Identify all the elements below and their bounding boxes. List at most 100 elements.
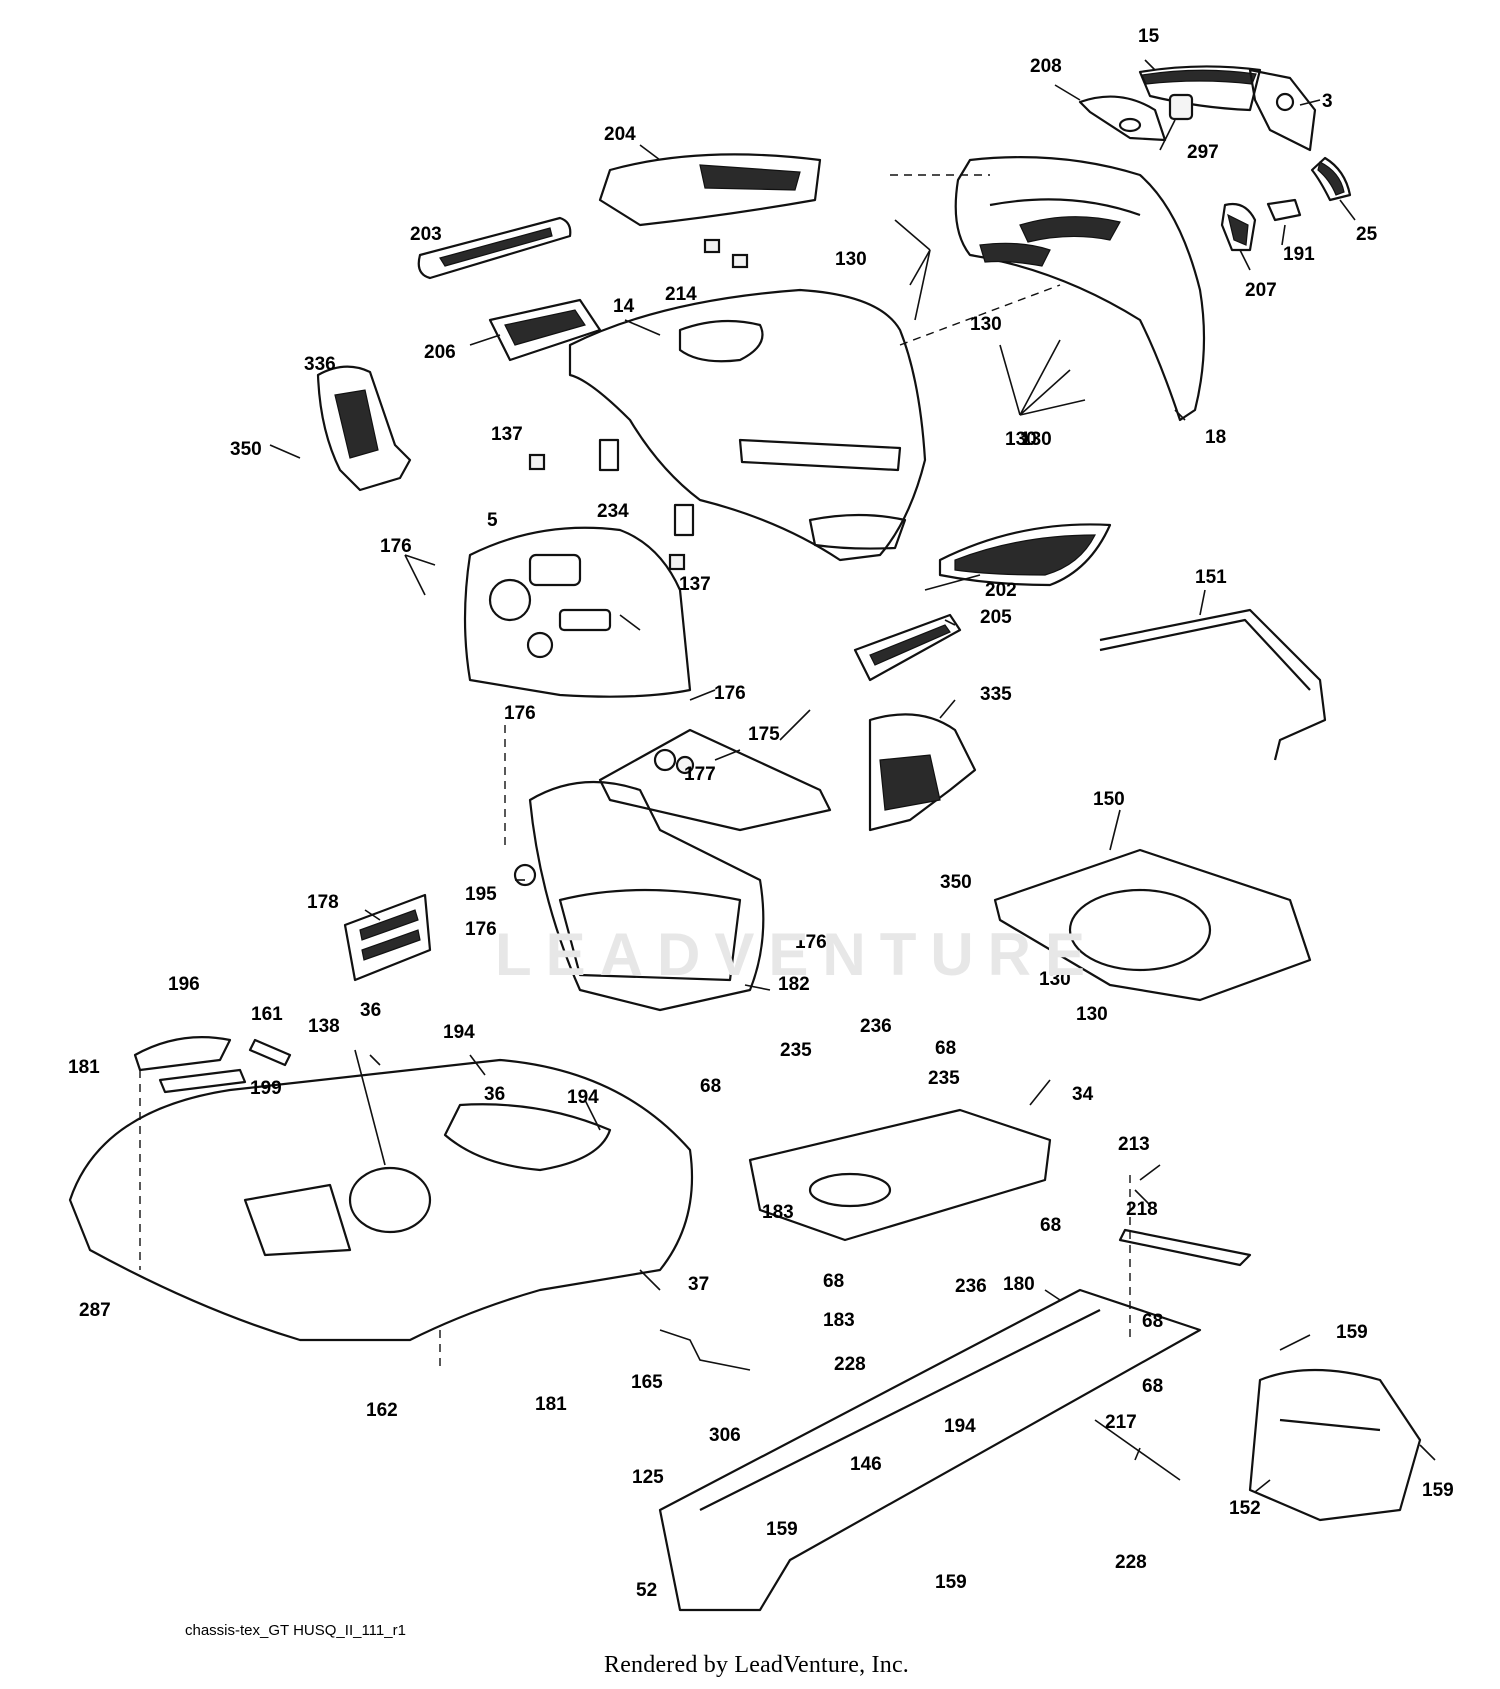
callout-206: 206	[424, 342, 456, 363]
callout-68: 68	[935, 1038, 956, 1059]
callout-159: 159	[1422, 1480, 1454, 1501]
part-205-trim	[853, 613, 962, 682]
callout-350: 350	[940, 872, 972, 893]
callout-287: 287	[79, 1300, 111, 1321]
callout-130: 130	[1039, 969, 1071, 990]
callout-130: 130	[1020, 429, 1052, 450]
callout-199: 199	[250, 1078, 282, 1099]
callout-336: 336	[304, 354, 336, 375]
callout-162: 162	[366, 1400, 398, 1421]
callout-176: 176	[465, 919, 497, 940]
callout-25: 25	[1356, 224, 1378, 245]
part-217-rod	[1094, 1419, 1181, 1481]
callout-37: 37	[688, 1274, 709, 1295]
part-175-plate	[598, 728, 832, 832]
part-335-side-panel	[868, 713, 977, 832]
part-180-frame	[658, 1288, 1202, 1612]
part-15-trim-strip	[1138, 65, 1262, 112]
callout-235: 235	[928, 1068, 960, 1089]
part-34-plate	[748, 1108, 1052, 1242]
callout-137: 137	[679, 574, 711, 595]
callout-159: 159	[935, 1572, 967, 1593]
callout-176: 176	[380, 536, 412, 557]
callout-137: 137	[491, 424, 523, 445]
part-37-fender	[68, 1058, 694, 1342]
part-336-side-panel	[316, 365, 412, 492]
callout-15: 15	[1138, 26, 1160, 47]
callout-14: 14	[613, 296, 635, 317]
callout-150: 150	[1093, 789, 1125, 810]
part-137-clip-2	[668, 553, 686, 571]
part-196-cover	[133, 1036, 232, 1072]
callout-181: 181	[535, 1394, 567, 1415]
callout-335: 335	[980, 684, 1012, 705]
callout-213: 213	[1118, 1134, 1150, 1155]
part-137-clip	[528, 453, 546, 471]
callout-176: 176	[795, 932, 827, 953]
callout-196: 196	[168, 974, 200, 995]
callout-183: 183	[823, 1310, 855, 1331]
callout-125: 125	[632, 1467, 664, 1488]
callout-159: 159	[766, 1519, 798, 1540]
callout-130: 130	[970, 314, 1002, 335]
callout-236: 236	[860, 1016, 892, 1037]
part-161-clip	[248, 1038, 292, 1067]
callout-52: 52	[636, 1580, 657, 1601]
callout-228: 228	[834, 1354, 866, 1375]
callout-177: 177	[684, 764, 716, 785]
callout-218: 218	[1126, 1199, 1158, 1220]
part-199-insert	[158, 1068, 247, 1094]
callout-194: 194	[443, 1022, 475, 1043]
part-203-side-trim	[417, 216, 572, 280]
part-191-bracket	[1266, 198, 1302, 222]
callout-138: 138	[308, 1016, 340, 1037]
part-3-side-panel	[1248, 68, 1317, 152]
callout-152: 152	[1229, 1498, 1261, 1519]
callout-36: 36	[360, 1000, 381, 1021]
part-178-vent	[343, 893, 432, 982]
part-177-nut	[675, 755, 695, 775]
callout-176: 176	[504, 703, 536, 724]
callout-207: 207	[1245, 280, 1277, 301]
callout-130: 130	[835, 249, 867, 270]
part-151-bracket	[1099, 608, 1327, 761]
callout-68: 68	[700, 1076, 721, 1097]
callout-234: 234	[597, 501, 629, 522]
part-165-rod	[659, 1329, 751, 1371]
callout-151: 151	[1195, 567, 1227, 588]
callout-68: 68	[1142, 1311, 1163, 1332]
leader-lines	[269, 59, 1436, 1493]
watermark: LEADVENTURE	[495, 921, 1100, 988]
callout-208: 208	[1030, 56, 1062, 77]
callout-181: 181	[68, 1057, 100, 1078]
callout-203: 203	[410, 224, 442, 245]
callout-297: 297	[1187, 142, 1219, 163]
callout-195: 195	[465, 884, 497, 905]
callout-194: 194	[944, 1416, 976, 1437]
callout-191: 191	[1283, 244, 1315, 265]
callout-182: 182	[778, 974, 810, 995]
part-208-bracket	[1078, 95, 1167, 142]
diagram-id: chassis-tex_GT HUSQ_II_111_r1	[185, 1622, 406, 1639]
part-207-light	[1220, 202, 1257, 252]
callout-labels: 1520832972520719120420321413013013013014…	[68, 26, 1454, 1601]
callout-236: 236	[955, 1276, 987, 1297]
dashed-guides	[139, 174, 1131, 1370]
part-14-hood	[568, 288, 927, 562]
callout-68: 68	[1142, 1376, 1163, 1397]
part-234-decal-2	[673, 503, 695, 537]
callout-18: 18	[1205, 427, 1226, 448]
callout-350: 350	[230, 439, 262, 460]
part-150-floor-pan	[993, 848, 1312, 1002]
callout-217: 217	[1105, 1412, 1137, 1433]
callout-178: 178	[307, 892, 339, 913]
callout-68: 68	[1040, 1215, 1061, 1236]
part-195-plug	[513, 863, 537, 887]
callout-235: 235	[780, 1040, 812, 1061]
part-204-hood-insert	[598, 153, 822, 227]
callout-228: 228	[1115, 1552, 1147, 1573]
callout-180: 180	[1003, 1274, 1035, 1295]
part-182-front-panel	[528, 780, 765, 1012]
callout-146: 146	[850, 1454, 882, 1475]
